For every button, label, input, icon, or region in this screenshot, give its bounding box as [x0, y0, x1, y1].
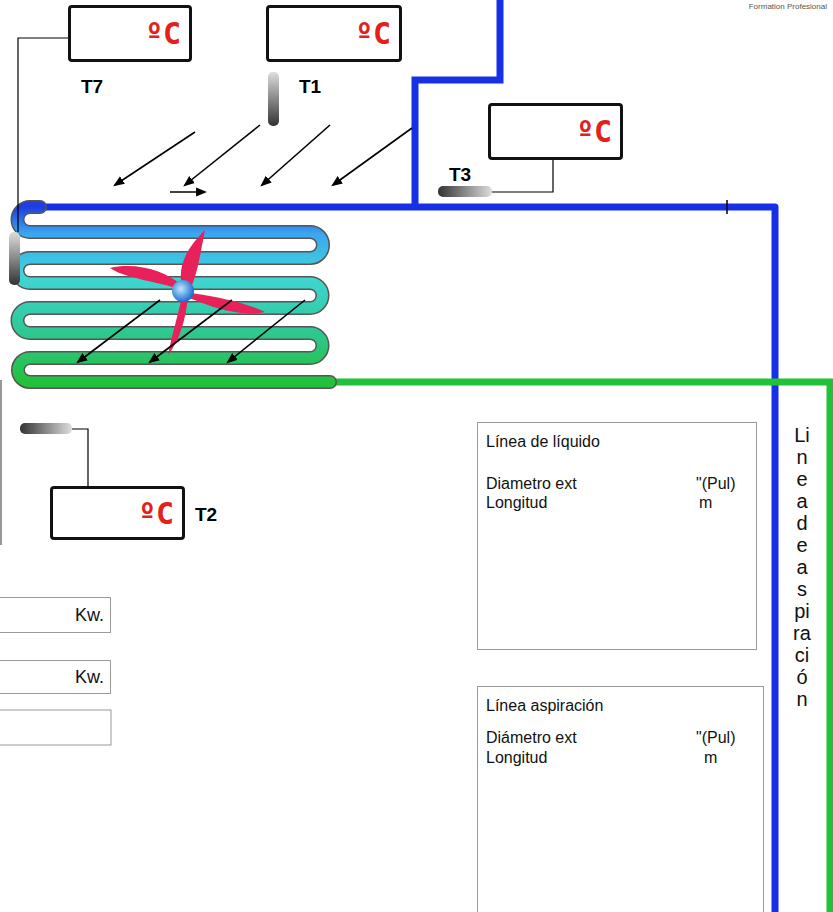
suction-pipe [415, 0, 500, 207]
sensor-tag: T1 [299, 76, 321, 98]
panel-title: Línea de líquido [486, 433, 600, 451]
temperature-display: ºCT3 [488, 103, 623, 160]
display-reading: ºC [145, 16, 181, 51]
field-label: Diametro ext [486, 475, 577, 493]
field-label: Diámetro ext [486, 729, 577, 747]
pipe-data-panel: Línea aspiraciónDiámetro ext "(Pul) Longit… [477, 686, 764, 912]
pipe-mark [726, 200, 728, 214]
display-reading: ºC [355, 16, 391, 51]
sensor-tag: T7 [81, 76, 103, 98]
unit-label: m [704, 749, 717, 767]
temperature-display: ºCT1 [266, 5, 402, 62]
sensor-probes [9, 38, 553, 486]
pipe-label-vertical: Linea de aspiración [792, 424, 812, 710]
unit-label: Kw. [75, 605, 104, 626]
power-field: Kw. [0, 660, 111, 694]
frame-line [1, 380, 2, 545]
display-reading: ºC [576, 114, 612, 149]
power-field: Kw. [0, 597, 111, 633]
field-label: Longitud [486, 749, 547, 767]
airflow-arrows [78, 125, 412, 362]
display-reading: ºC [138, 496, 174, 531]
field-label: Longitud [486, 494, 547, 512]
unit-label: "(Pul) [696, 729, 735, 747]
panel-title: Línea aspiración [486, 697, 603, 715]
unit-label: m [699, 494, 712, 512]
empty-field [0, 710, 111, 745]
temperature-display: ºCT2 [50, 486, 185, 540]
sensor-tag: T2 [195, 504, 217, 526]
fan [110, 230, 265, 355]
evaporator-coil [17, 207, 330, 382]
publisher-mark: Formation Profesional [749, 2, 827, 11]
sensor-tag: T3 [449, 164, 471, 186]
pipe-data-panel: Línea de líquidoDiametro ext "(Pul) Longit… [477, 422, 757, 650]
coil-outline [17, 207, 330, 382]
unit-label: Kw. [75, 667, 104, 688]
unit-label: "(Pul) [696, 475, 735, 493]
temperature-display: ºCT7 [68, 5, 192, 62]
